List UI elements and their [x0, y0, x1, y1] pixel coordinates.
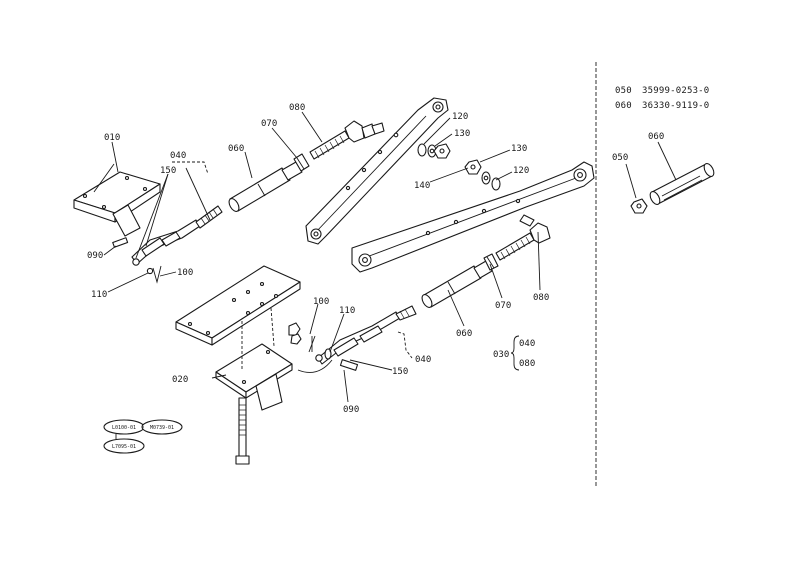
callout-050-side: 050 [612, 153, 628, 163]
callout-060-top: 060 [228, 144, 244, 154]
callout-030-080: 080 [519, 359, 535, 369]
pin-washer-set-lower [464, 159, 501, 191]
parts-list-partno-1: 35999-0253-0 [642, 86, 709, 96]
ref-code-c: L7095-01 [112, 444, 136, 450]
callout-020: 020 [172, 375, 188, 385]
parts-list-partno-2: 36330-9119-0 [642, 101, 709, 111]
long-bolt [235, 397, 250, 465]
check-chain-rod-top [228, 120, 385, 212]
callout-030: 030 [493, 350, 509, 360]
leader-lines [93, 111, 677, 403]
lower-link-arm-lower [351, 161, 595, 273]
callout-010: 010 [104, 133, 120, 143]
bracket-010 [73, 171, 161, 237]
callout-080-mid: 080 [533, 293, 549, 303]
callout-group-030: 030 040 080 [493, 335, 535, 371]
parts-list-ref-2: 060 [615, 101, 632, 111]
callout-030-040: 040 [519, 339, 535, 349]
callout-130-a: 130 [454, 129, 470, 139]
callout-130-b: 130 [511, 144, 527, 154]
callout-040-mid: 040 [415, 355, 431, 365]
callout-110-top: 110 [91, 290, 107, 300]
callout-060-mid: 060 [456, 329, 472, 339]
turnbuckle-assembly-lower [308, 305, 417, 371]
callout-120-b: 120 [513, 166, 529, 176]
side-panel-parts [630, 162, 715, 214]
ref-code-b: M0739-01 [150, 425, 174, 431]
reference-code-group: L0100-01 M0739-01 L7095-01 [103, 419, 183, 454]
pin-washer-set-upper [417, 143, 451, 159]
callout-150-mid: 150 [392, 367, 408, 377]
ref-code-a: L0100-01 [112, 425, 136, 431]
lower-link-arm-upper [305, 97, 449, 245]
parts-list: 050 35999-0253-0 060 36330-9119-0 [615, 86, 709, 111]
callout-070-mid: 070 [495, 301, 511, 311]
check-chain-rod-lower [421, 214, 551, 308]
bracket-020 [175, 265, 333, 465]
callout-070-top: 070 [261, 119, 277, 129]
callout-140: 140 [414, 181, 430, 191]
callout-100-top: 100 [177, 268, 193, 278]
turnbuckle-assembly-top [112, 205, 223, 284]
parts-list-ref-1: 050 [615, 86, 632, 96]
callout-080-top: 080 [289, 103, 305, 113]
callout-060-side: 060 [648, 132, 664, 142]
callout-150-top: 150 [160, 166, 176, 176]
callout-040-top: 040 [170, 151, 186, 161]
callout-100-mid: 100 [313, 297, 329, 307]
callout-090-mid: 090 [343, 405, 359, 415]
callout-120-a: 120 [452, 112, 468, 122]
callout-110-mid: 110 [339, 306, 355, 316]
callout-090-top: 090 [87, 251, 103, 261]
